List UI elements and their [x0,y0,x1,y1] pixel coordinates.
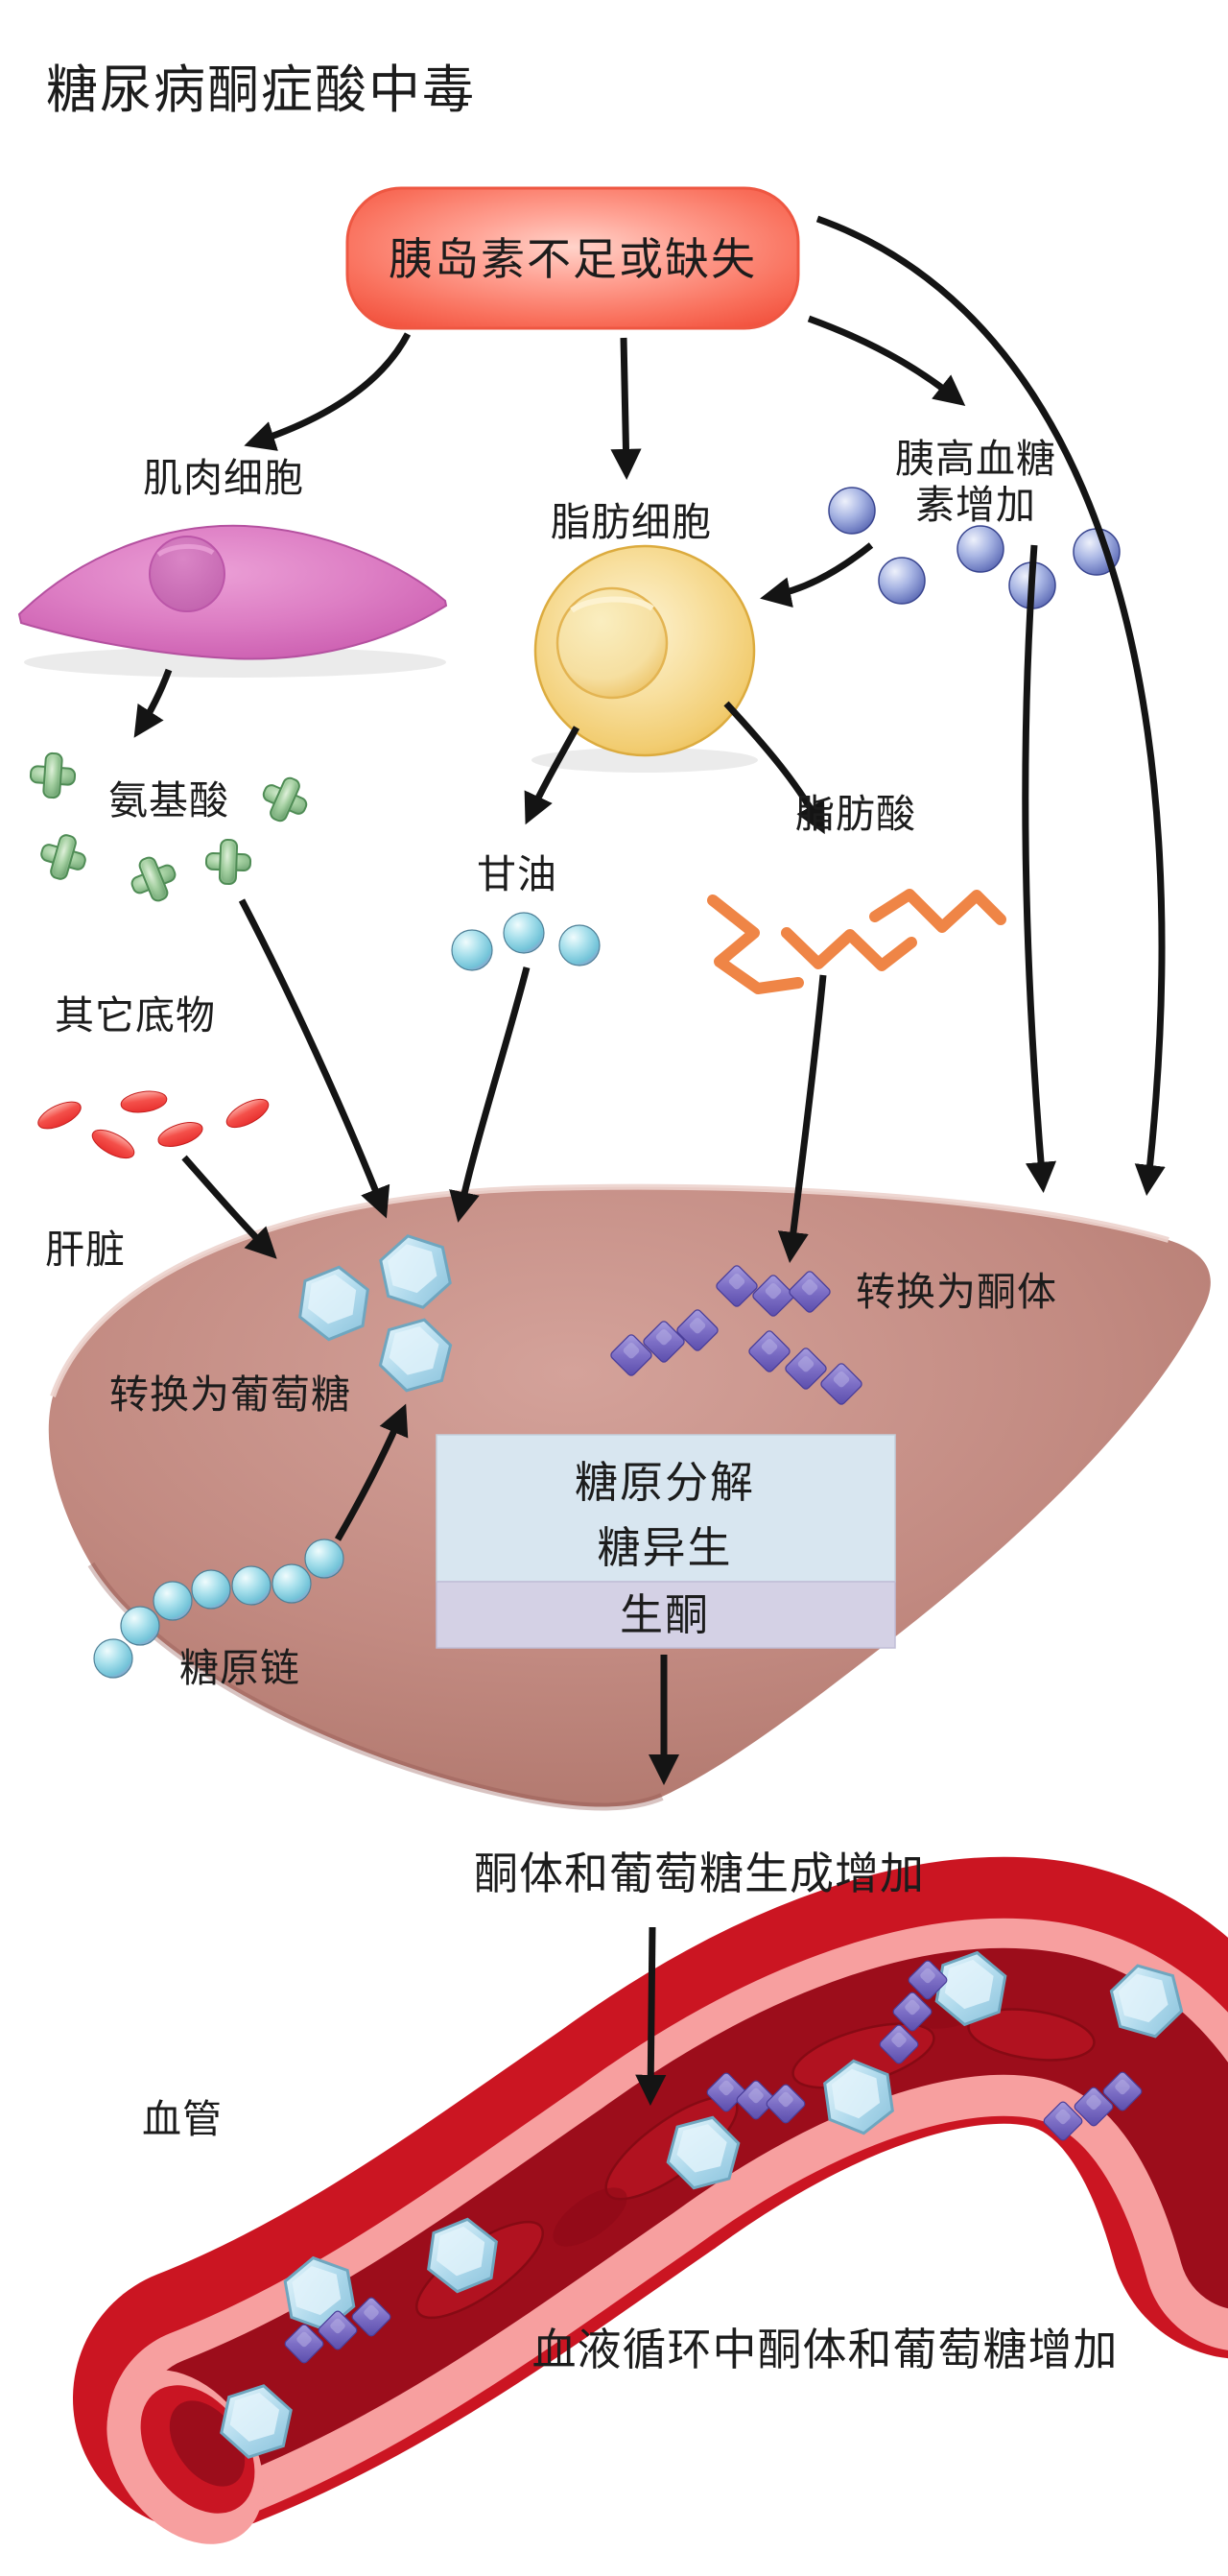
arrow-fatcell-to-fattyacid [723,701,825,835]
arrow-substrates-to-liver [181,1155,277,1259]
glycogen-chain-label: 糖原链 [179,1646,300,1690]
glycerol-molecules [451,912,601,971]
arrow-muscle-to-amino [133,668,173,738]
blood-vessel-label: 血管 [142,2097,223,2141]
arrow-glycerol-to-liver [449,966,531,1223]
arrow-glycogen-to-glucose [334,1403,409,1541]
muscle-cell-illustration [17,524,448,678]
convert-to-ketones-label: 转换为酮体 [856,1270,1057,1314]
glycogen-sphere [231,1565,272,1606]
arrow-box-to-glucagon [807,315,966,407]
fat-cell-illustration [531,544,758,773]
glucagon-label-line2: 素增加 [915,483,1036,527]
glycogenolysis-section [436,1434,896,1583]
arrow-output-to-vessel [635,1926,667,2107]
glycogen-sphere [120,1606,160,1646]
amino-acid-cross [35,828,92,886]
glycogenolysis-label: 糖原分解 [575,1458,755,1507]
amino-acid-molecules [28,751,316,909]
fatty-acid-zigzag [707,889,1006,994]
arrow-box-to-muscle [244,332,412,451]
glycogen-sphere [153,1581,193,1621]
arrows [133,215,1166,2107]
fatty-acids-label: 脂肪酸 [795,792,916,836]
arrow-box-to-fatcell [610,337,642,481]
glycerol-sphere [558,924,601,966]
gluconeogenesis-label: 糖异生 [597,1523,732,1572]
substrate-oval [222,1092,273,1134]
liver-top-highlight [50,1183,1169,1397]
substrate-oval [119,1087,169,1116]
substrate-oval [34,1095,85,1135]
amino-acids-label: 氨基酸 [108,778,229,823]
substrate-oval [87,1123,139,1165]
blood-increase-label: 血液循环中酮体和葡萄糖增加 [532,2325,1119,2374]
arrow-glucagon-to-liver [1022,544,1057,1194]
fat-cell-label: 脂肪细胞 [551,500,712,544]
other-substrates-label: 其它底物 [55,993,216,1038]
insulin-box [345,186,800,330]
liver-label: 肝脏 [45,1228,126,1272]
glycerol-sphere [503,912,545,954]
arrow-box-to-liver-long [815,215,1166,1196]
glucagon-label-line1: 胰高血糖 [895,437,1056,481]
substrate-molecules [34,1087,273,1165]
ketogenesis-section [436,1581,896,1649]
arrow-glucagon-to-fatcell [760,542,874,608]
glycogen-sphere [304,1538,344,1579]
amino-acid-cross [124,849,183,909]
muscle-nucleus [149,536,225,612]
glucagon-sphere [956,525,1004,573]
arrow-amino-to-liver [238,898,390,1219]
increased-output-label: 酮体和葡萄糖生成增加 [474,1849,925,1898]
substrate-oval [154,1117,206,1152]
glucagon-sphere [828,487,876,535]
amino-acid-cross [254,769,316,830]
glycerol-label: 甘油 [477,852,557,896]
blood-vessel-illustration [73,1856,1228,2544]
glucagon-sphere [878,557,926,605]
arrow-fatcell-to-glycerol [524,726,580,825]
process-box [436,1434,896,1649]
amino-acid-cross [28,751,78,800]
glycogen-sphere [93,1638,133,1679]
arrow-fattyacid-to-ketones [777,974,827,1263]
liver-bottom-shade [87,1562,664,1811]
glycogen-sphere [272,1563,312,1604]
muscle-cell-label: 肌肉细胞 [143,456,304,500]
insulin-box-label: 胰岛素不足或缺失 [389,234,757,284]
convert-to-glucose-label: 转换为葡萄糖 [109,1372,351,1417]
glycogen-sphere [191,1569,231,1610]
fat-nucleus [555,586,669,700]
amino-acid-cross [204,838,252,886]
ketogenesis-label: 生酮 [620,1590,710,1639]
glycerol-sphere [451,929,493,971]
page-title: 糖尿病酮症酸中毒 [46,61,476,119]
